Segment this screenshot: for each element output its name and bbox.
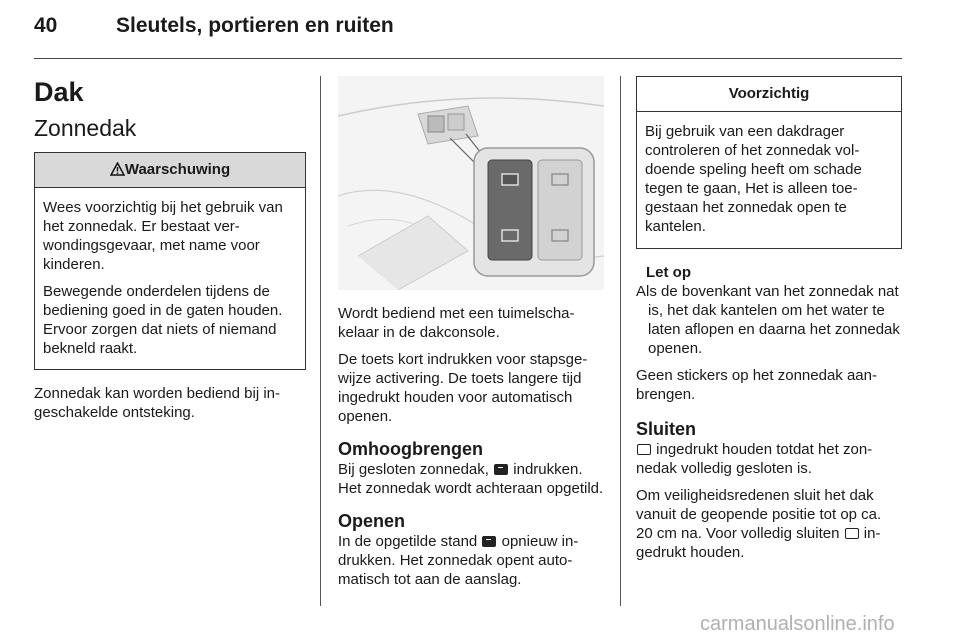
text-fragment: in­gedrukt houden. xyxy=(636,525,881,561)
sunroof-switch-illustration xyxy=(337,76,605,291)
text-fragment: Bij gesloten zonnedak, xyxy=(338,461,494,478)
column-divider-2 xyxy=(620,76,621,606)
header-rule xyxy=(34,58,902,59)
tilt-button-icon xyxy=(494,464,509,475)
caution-header: Voorzichtig xyxy=(637,77,901,112)
caution-paragraph: Bij gebruik van een dakdrager controlere… xyxy=(645,123,862,235)
warning-triangle-icon xyxy=(109,161,126,176)
text-fragment: ingedrukt houden totdat het zon­nedak vo… xyxy=(636,441,873,477)
note-text: Als de bovenkant van het zonnedak nat is… xyxy=(636,283,900,357)
text-fragment: indrukken. Het zonnedak wordt achteraan … xyxy=(338,461,604,497)
body-paragraph: Zonnedak kan worden bediend bij in­gesch… xyxy=(34,385,281,421)
warning-header: Waarschuwing xyxy=(35,153,305,188)
section-subheading: Zonnedak xyxy=(34,115,137,141)
warning-paragraph: Wees voorzichtig bij het gebruik van het… xyxy=(43,199,283,273)
text-fragment: Om veiligheidsredenen sluit het dak vanu… xyxy=(636,487,882,542)
text-fragment: In de opgetilde stand xyxy=(338,533,482,550)
watermark: carmanualsonline.info xyxy=(700,613,895,635)
warning-body: Wees voorzichtig bij het gebruik van het… xyxy=(35,188,305,369)
column-divider-1 xyxy=(320,76,321,606)
page-number: 40 xyxy=(34,14,58,37)
body-paragraph: Geen stickers op het zonnedak aan­brenge… xyxy=(636,367,877,403)
caution-body: Bij gebruik van een dakdrager controlere… xyxy=(637,112,901,248)
subsection-heading-sluiten: Sluiten xyxy=(636,419,697,439)
warning-box: Waarschuwing Wees voorzichtig bij het ge… xyxy=(34,152,306,370)
section-heading: Dak xyxy=(34,77,84,107)
body-paragraph: Wordt bediend met een tuimelscha­kelaar … xyxy=(338,305,575,341)
warning-label: Waarschuwing xyxy=(124,161,231,178)
body-paragraph: In de opgetilde stand opnieuw in­drukken… xyxy=(338,532,604,589)
page-title: Sleutels, portieren en ruiten xyxy=(116,14,394,37)
subsection-heading-omhoogbrengen: Omhoogbrengen xyxy=(338,439,483,459)
body-paragraph: Om veiligheidsredenen sluit het dak vanu… xyxy=(636,486,902,562)
column-2: Wordt bediend met een tuimelscha­kelaar … xyxy=(337,76,605,597)
body-paragraph: ingedrukt houden totdat het zon­nedak vo… xyxy=(636,440,902,478)
text-fragment: opnieuw in­drukken. Het zonnedak opent a… xyxy=(338,533,579,588)
body-paragraph: De toets kort indrukken voor stapsge­wij… xyxy=(338,351,588,425)
close-button-icon xyxy=(637,444,651,455)
caution-box: Voorzichtig Bij gebruik van een dakdrage… xyxy=(636,76,902,249)
body-paragraph: Bij gesloten zonnedak, indrukken. Het zo… xyxy=(338,460,604,498)
column-3: Voorzichtig Bij gebruik van een dakdrage… xyxy=(636,76,902,570)
subsection-heading-openen: Openen xyxy=(338,511,406,531)
note-label: Let op xyxy=(646,264,691,281)
column-1: Dak Zonnedak Waarschuwing Wees voorzicht… xyxy=(34,76,306,430)
tilt-button-icon xyxy=(482,536,497,547)
page-header: 40 Sleutels, portieren en ruiten xyxy=(34,14,904,50)
warning-paragraph: Bewegende onderdelen tijdens de bedienin… xyxy=(43,283,283,357)
close-button-icon xyxy=(844,528,859,539)
